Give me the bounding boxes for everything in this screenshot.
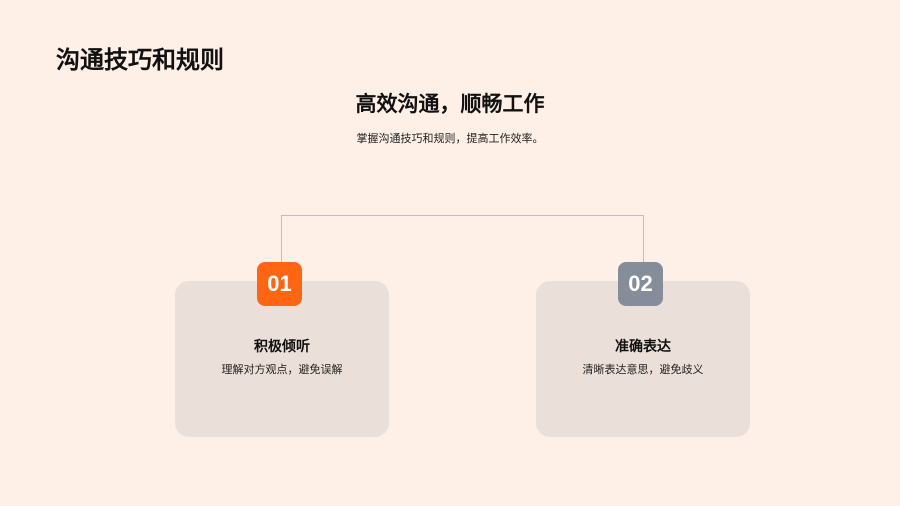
number-badge: 01: [257, 262, 302, 306]
card-accurate-expression: 准确表达 清晰表达意思，避免歧义: [536, 281, 750, 437]
card-text: 清晰表达意思，避免歧义: [582, 363, 704, 376]
number-badge: 02: [618, 262, 663, 306]
page-title: 沟通技巧和规则: [56, 46, 224, 74]
card-heading: 准确表达: [615, 339, 671, 355]
description: 掌握沟通技巧和规则，提高工作效率。: [356, 132, 544, 145]
card-active-listening: 积极倾听 理解对方观点，避免误解: [175, 281, 389, 437]
card-heading: 积极倾听: [254, 339, 310, 355]
card-text: 理解对方观点，避免误解: [221, 363, 343, 376]
connector-line: [281, 215, 644, 263]
subtitle: 高效沟通，顺畅工作: [355, 92, 545, 116]
